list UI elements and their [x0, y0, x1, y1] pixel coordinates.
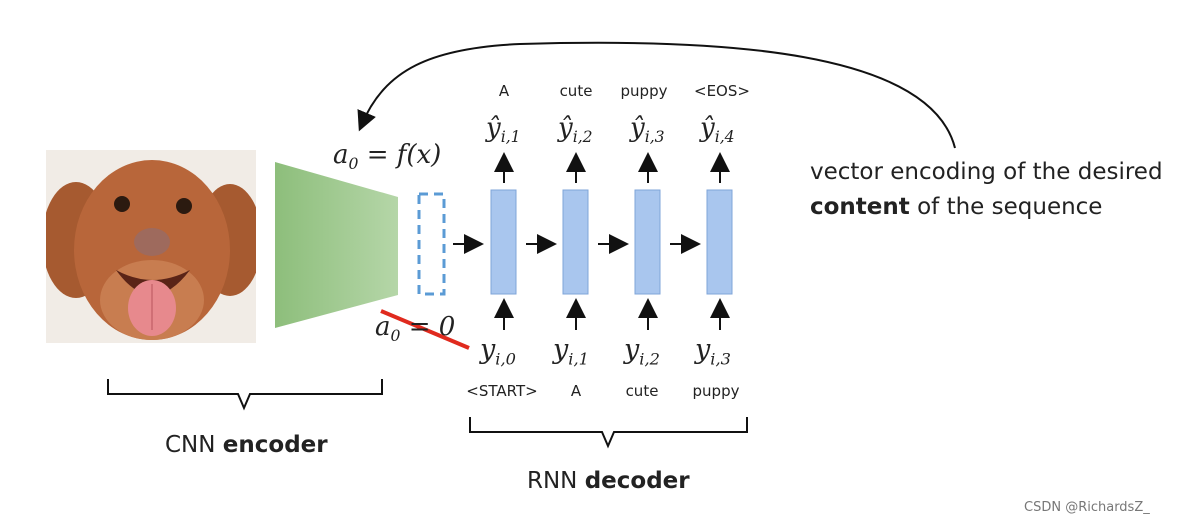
- output-word-4: <EOS>: [694, 82, 750, 100]
- output-symbol-1: ŷi,1: [486, 113, 521, 147]
- rnn-cell-2: [562, 189, 589, 295]
- output-symbol-2: ŷi,2: [558, 113, 593, 147]
- input-word-0: <START>: [466, 382, 538, 400]
- strike-line: [380, 309, 470, 350]
- annotation-line-2: content of the sequence: [810, 194, 1103, 220]
- input-word-2: cute: [625, 382, 659, 400]
- input-word-3: puppy: [692, 382, 740, 400]
- output-word-2: cute: [559, 82, 593, 100]
- input-symbol-3: yi,3: [695, 334, 731, 369]
- annotation-line-1: vector encoding of the desired: [810, 159, 1163, 185]
- equation-a0-fx: a0 = f(x): [333, 140, 442, 174]
- input-symbol-2: yi,2: [624, 334, 660, 369]
- watermark: CSDN @RichardsZ_: [1024, 500, 1150, 515]
- input-word-1: A: [570, 382, 582, 400]
- vector-annotation: vector encoding of the desired content o…: [810, 155, 1163, 225]
- dog-photo: [46, 150, 256, 343]
- curved-arrow-icon: [357, 41, 956, 149]
- output-word-1: A: [498, 82, 510, 100]
- output-symbol-3: ŷi,3: [630, 113, 665, 147]
- equation-a0-zero: a0 = 0: [375, 312, 456, 346]
- output-word-3: puppy: [620, 82, 668, 100]
- output-symbol-4: ŷi,4: [700, 113, 735, 147]
- input-symbol-0: yi,0: [480, 334, 516, 369]
- brace-icon: [107, 379, 383, 411]
- rnn-decoder-label: RNN decoder: [527, 468, 690, 494]
- cnn-encoder-label: CNN encoder: [165, 432, 328, 458]
- cnn-encoder-shape: [275, 162, 398, 328]
- rnn-cell-4: [706, 189, 733, 295]
- rnn-cell-1: [490, 189, 517, 295]
- rnn-cell-3: [634, 189, 661, 295]
- initial-vector-dashed: [417, 192, 446, 296]
- brace-icon: [469, 417, 748, 449]
- input-symbol-1: yi,1: [553, 334, 589, 369]
